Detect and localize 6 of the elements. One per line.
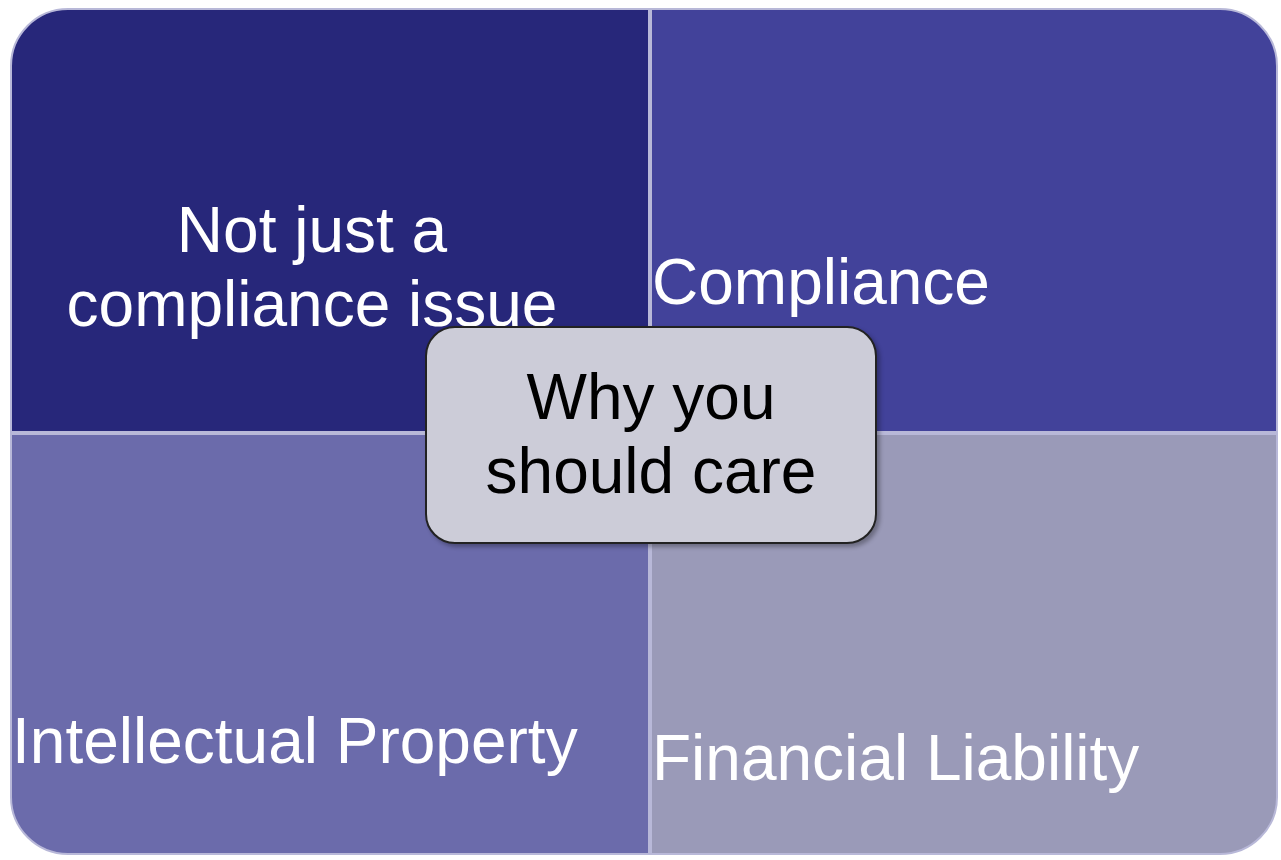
quadrant-label: Compliance [652, 246, 990, 320]
quadrant-label: Intellectual Property [12, 704, 578, 779]
quadrant-label: Not just a compliance issue [65, 194, 559, 342]
quadrant-label: Financial Liability [652, 722, 1140, 796]
center-title: Why you should care [484, 361, 818, 509]
center-box [425, 326, 877, 544]
